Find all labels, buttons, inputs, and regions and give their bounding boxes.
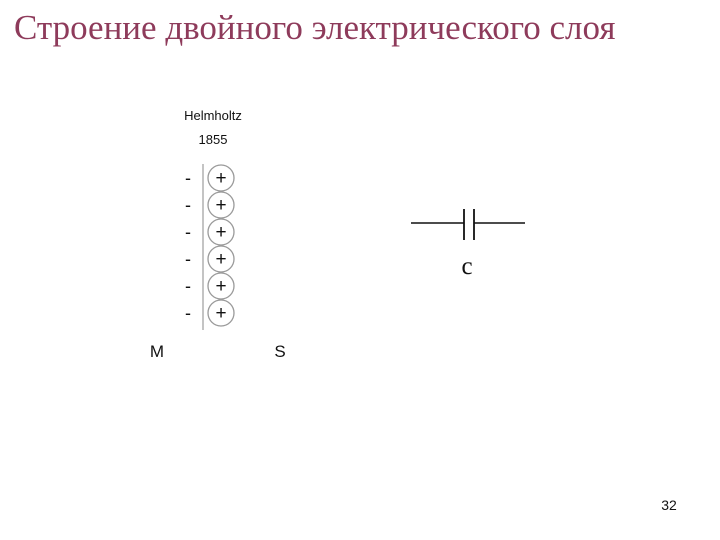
helmholtz-year-label: 1855 xyxy=(199,132,228,147)
cation-circle xyxy=(207,218,235,246)
cation-circle xyxy=(207,299,235,327)
charge-pair-row: -+ xyxy=(185,299,235,327)
charge-pair-row: -+ xyxy=(185,272,235,300)
cation-circle xyxy=(207,191,235,219)
metal-negative-charge: - xyxy=(185,168,191,188)
slide-title: Строение двойного электрического слоя xyxy=(14,8,616,47)
helmholtz-double-layer-diagram: Helmholtz 1855 -+-+-+-+-+-+ M S xyxy=(150,108,286,361)
metal-negative-charge: - xyxy=(185,222,191,242)
metal-negative-charge: - xyxy=(185,249,191,269)
cation-plus-sign: + xyxy=(215,168,226,189)
metal-negative-charge: - xyxy=(185,195,191,215)
cation-plus-sign: + xyxy=(215,249,226,270)
charge-pair-row: -+ xyxy=(185,218,235,246)
cation-circle xyxy=(207,272,235,300)
metal-negative-charge: - xyxy=(185,276,191,296)
cation-plus-sign: + xyxy=(215,222,226,243)
charge-pair-row: -+ xyxy=(185,164,235,192)
cation-circle xyxy=(207,164,235,192)
metal-negative-charge: - xyxy=(185,303,191,323)
capacitor-label: c xyxy=(461,253,472,280)
cation-circle xyxy=(207,245,235,273)
cation-plus-sign: + xyxy=(215,195,226,216)
solution-label: S xyxy=(274,342,285,361)
charge-rows: -+-+-+-+-+-+ xyxy=(185,164,235,327)
cation-plus-sign: + xyxy=(215,303,226,324)
capacitor-symbol: c xyxy=(411,209,525,280)
charge-pair-row: -+ xyxy=(185,245,235,273)
charge-pair-row: -+ xyxy=(185,191,235,219)
page-number: 32 xyxy=(661,497,677,513)
helmholtz-author-label: Helmholtz xyxy=(184,108,242,123)
cation-plus-sign: + xyxy=(215,276,226,297)
metal-label: M xyxy=(150,342,164,361)
